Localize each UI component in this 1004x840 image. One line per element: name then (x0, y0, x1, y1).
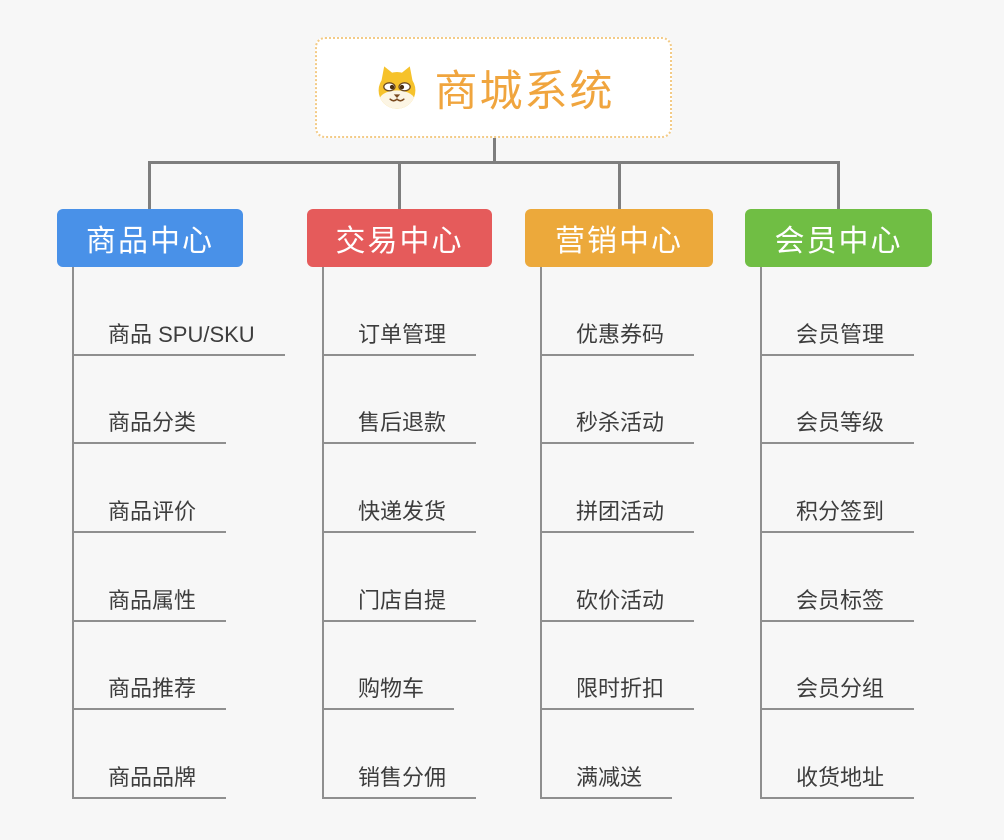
connector-horizontal-bar (148, 161, 840, 164)
leaf-flash-sale[interactable]: 秒杀活动 (542, 356, 695, 445)
branch-children-member: 会员管理 会员等级 积分签到 会员标签 会员分组 收货地址 (760, 267, 915, 800)
leaf-product-spu-sku[interactable]: 商品 SPU/SKU (74, 267, 285, 356)
branch-node-member-center[interactable]: 会员中心 (745, 209, 932, 267)
root-node-mall-system[interactable]: 商城系统 (315, 37, 672, 138)
leaf-express-delivery[interactable]: 快递发货 (324, 444, 477, 534)
leaf-product-attribute[interactable]: 商品属性 (74, 533, 227, 622)
connector-drop-marketing (618, 161, 621, 210)
branch-node-product-center[interactable]: 商品中心 (57, 209, 243, 267)
leaf-product-category[interactable]: 商品分类 (74, 356, 227, 445)
leaf-product-review[interactable]: 商品评价 (74, 444, 227, 534)
connector-drop-trade (398, 161, 401, 210)
leaf-member-level[interactable]: 会员等级 (762, 356, 915, 445)
branch-children-product: 商品 SPU/SKU 商品分类 商品评价 商品属性 商品推荐 商品品牌 (72, 267, 285, 800)
leaf-product-brand[interactable]: 商品品牌 (74, 710, 227, 800)
leaf-member-tag[interactable]: 会员标签 (762, 533, 915, 622)
leaf-sales-commission[interactable]: 销售分佣 (324, 710, 477, 800)
leaf-full-reduction[interactable]: 满减送 (542, 710, 673, 800)
connector-drop-product (148, 161, 151, 210)
leaf-member-management[interactable]: 会员管理 (762, 267, 915, 356)
leaf-coupon-code[interactable]: 优惠券码 (542, 267, 695, 356)
leaf-limited-time-discount[interactable]: 限时折扣 (542, 622, 695, 711)
leaf-product-recommend[interactable]: 商品推荐 (74, 622, 227, 711)
leaf-after-sale-refund[interactable]: 售后退款 (324, 356, 477, 445)
leaf-points-checkin[interactable]: 积分签到 (762, 444, 915, 534)
leaf-store-pickup[interactable]: 门店自提 (324, 533, 477, 622)
leaf-order-management[interactable]: 订单管理 (324, 267, 477, 356)
branch-node-marketing-center[interactable]: 营销中心 (525, 209, 713, 267)
branch-children-marketing: 优惠券码 秒杀活动 拼团活动 砍价活动 限时折扣 满减送 (540, 267, 695, 800)
connector-root-stem (493, 138, 496, 164)
branch-node-trade-center[interactable]: 交易中心 (307, 209, 492, 267)
leaf-shopping-cart[interactable]: 购物车 (324, 622, 455, 711)
branch-children-trade: 订单管理 售后退款 快递发货 门店自提 购物车 销售分佣 (322, 267, 477, 800)
leaf-shipping-address[interactable]: 收货地址 (762, 710, 915, 800)
leaf-member-group[interactable]: 会员分组 (762, 622, 915, 711)
shiba-dog-icon (378, 65, 415, 109)
connector-drop-member (837, 161, 840, 210)
leaf-bargain-activity[interactable]: 砍价活动 (542, 533, 695, 622)
leaf-group-buy[interactable]: 拼团活动 (542, 444, 695, 534)
root-title: 商城系统 (434, 67, 615, 116)
